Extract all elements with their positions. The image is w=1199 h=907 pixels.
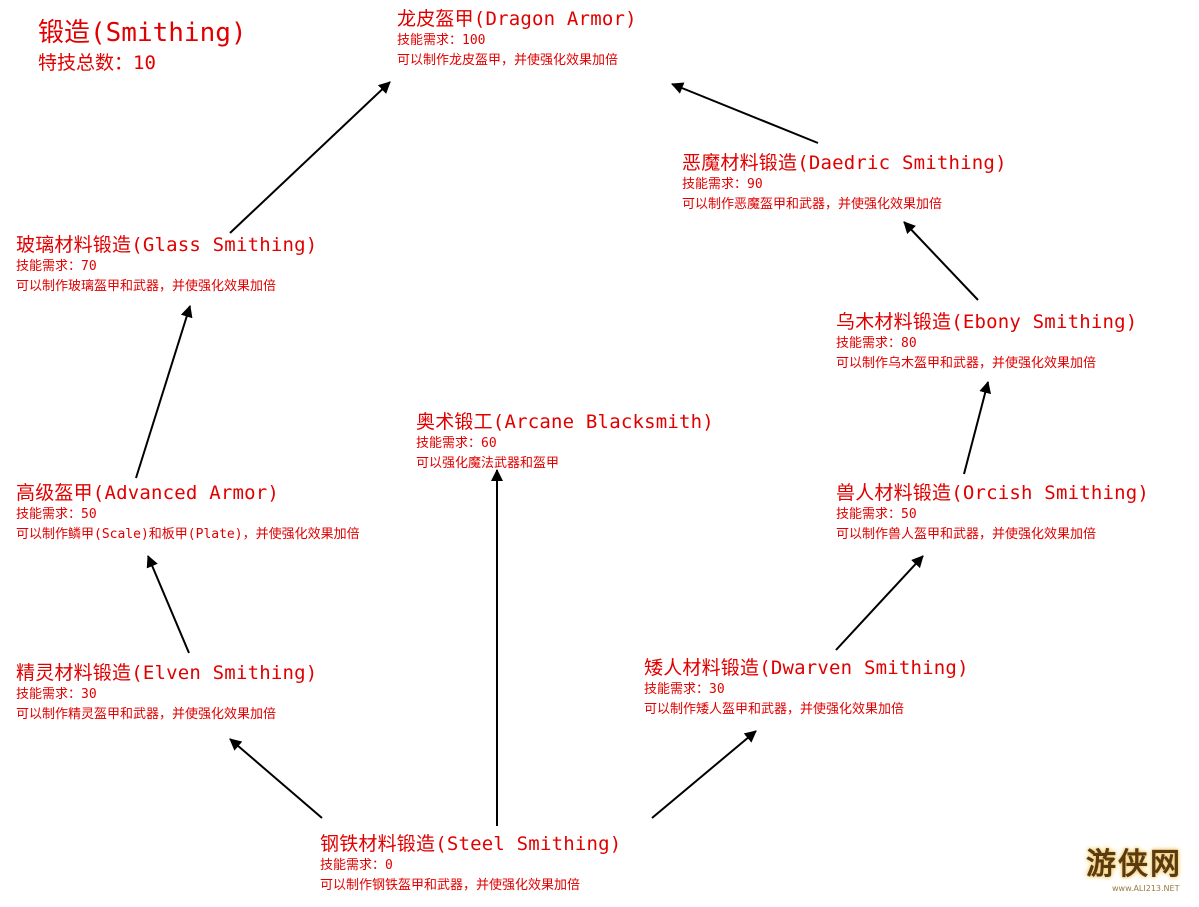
site-logo: 游侠网 www.ALI213.NET (1078, 846, 1194, 896)
perk-name: 乌木材料锻造(Ebony Smithing) (836, 311, 1138, 333)
perk-count: 特技总数：10 (38, 52, 156, 74)
perk-node-arcane-blacksmith: 奥术锻工(Arcane Blacksmith) 技能需求：60 可以强化魔法武器… (416, 410, 714, 474)
perk-node-dwarven-smithing: 矮人材料锻造(Dwarven Smithing) 技能需求：30 可以制作矮人盔… (644, 656, 969, 720)
edge-daedric-to-dragon (671, 82, 819, 144)
perk-name: 龙皮盔甲(Dragon Armor) (397, 8, 637, 30)
perk-requirement: 技能需求：60 (416, 436, 497, 451)
perk-description: 可以制作钢铁盔甲和武器，并使强化效果加倍 (320, 878, 581, 893)
perk-node-advanced-armor: 高级盔甲(Advanced Armor) 技能需求：50 可以制作鳞甲(Scal… (16, 481, 360, 545)
perk-name: 奥术锻工(Arcane Blacksmith) (416, 411, 714, 433)
perk-requirement: 技能需求：90 (682, 177, 763, 192)
perk-name: 钢铁材料锻造(Steel Smithing) (320, 833, 622, 855)
perk-node-glass-smithing: 玻璃材料锻造(Glass Smithing) 技能需求：70 可以制作玻璃盔甲和… (16, 233, 317, 297)
edge-advanced-to-glass (135, 305, 193, 479)
perk-description: 可以制作恶魔盔甲和武器，并使强化效果加倍 (682, 197, 943, 212)
perk-description: 可以制作精灵盔甲和武器，并使强化效果加倍 (16, 707, 277, 722)
perk-description: 可以制作鳞甲(Scale)和板甲(Plate)，并使强化效果加倍 (16, 527, 360, 542)
edge-steel-to-dwarven (651, 730, 757, 819)
perk-description: 可以强化魔法武器和盔甲 (416, 456, 560, 471)
edge-ebony-to-daedric (903, 221, 979, 301)
perk-requirement: 技能需求：0 (320, 858, 393, 873)
perk-description: 可以制作兽人盔甲和武器，并使强化效果加倍 (836, 527, 1097, 542)
perk-requirement: 技能需求：80 (836, 336, 917, 351)
perk-description: 可以制作矮人盔甲和武器，并使强化效果加倍 (644, 702, 905, 717)
perk-requirement: 技能需求：50 (16, 507, 97, 522)
perk-requirement: 技能需求：30 (16, 687, 97, 702)
diagram-header: 锻造(Smithing) 特技总数：10 (38, 16, 247, 76)
edge-dwarven-to-orcish (835, 555, 924, 651)
logo-url: www.ALI213.NET (1112, 884, 1180, 893)
diagram-title: 锻造(Smithing) (38, 18, 247, 48)
perk-name: 恶魔材料锻造(Daedric Smithing) (682, 152, 1007, 174)
perk-node-steel-smithing: 钢铁材料锻造(Steel Smithing) 技能需求：0 可以制作钢铁盔甲和武… (320, 832, 621, 896)
edge-glass-to-dragon (229, 81, 391, 234)
edge-steel-to-elven (229, 738, 323, 819)
perk-requirement: 技能需求：100 (397, 33, 486, 48)
perk-description: 可以制作龙皮盔甲，并使强化效果加倍 (397, 53, 619, 68)
logo-glyphs: 游侠网 (1086, 847, 1182, 882)
perk-node-orcish-smithing: 兽人材料锻造(Orcish Smithing) 技能需求：50 可以制作兽人盔甲… (836, 481, 1149, 545)
perk-node-daedric-smithing: 恶魔材料锻造(Daedric Smithing) 技能需求：90 可以制作恶魔盔… (682, 151, 1007, 215)
perk-name: 玻璃材料锻造(Glass Smithing) (16, 234, 318, 256)
perk-name: 矮人材料锻造(Dwarven Smithing) (644, 657, 969, 679)
edge-elven-to-advanced (146, 555, 190, 654)
perk-node-ebony-smithing: 乌木材料锻造(Ebony Smithing) 技能需求：80 可以制作乌木盔甲和… (836, 310, 1137, 374)
perk-name: 高级盔甲(Advanced Armor) (16, 482, 280, 504)
perk-name: 兽人材料锻造(Orcish Smithing) (836, 482, 1150, 504)
perk-description: 可以制作玻璃盔甲和武器，并使强化效果加倍 (16, 279, 277, 294)
perk-description: 可以制作乌木盔甲和武器，并使强化效果加倍 (836, 356, 1097, 371)
perk-requirement: 技能需求：30 (644, 682, 725, 697)
perk-name: 精灵材料锻造(Elven Smithing) (16, 662, 318, 684)
perk-requirement: 技能需求：70 (16, 259, 97, 274)
perk-node-elven-smithing: 精灵材料锻造(Elven Smithing) 技能需求：30 可以制作精灵盔甲和… (16, 661, 317, 725)
perk-node-dragon-armor: 龙皮盔甲(Dragon Armor) 技能需求：100 可以制作龙皮盔甲，并使强… (397, 7, 637, 71)
perk-requirement: 技能需求：50 (836, 507, 917, 522)
edge-orcish-to-ebony (963, 381, 992, 475)
